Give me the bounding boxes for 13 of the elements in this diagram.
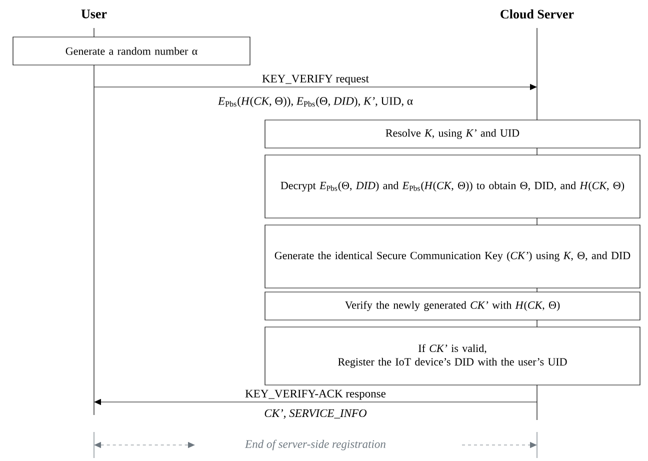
- process-box: Generate a random number α: [12, 36, 250, 66]
- process-box: Generate the identical Secure Communication Key (CK’) using K, Θ, and DID: [264, 224, 640, 288]
- edge-label: KEY_VERIFY request: [262, 74, 369, 85]
- message-parameters: CK’, SERVICE_INFO: [264, 409, 367, 419]
- process-box: Resolve K, using K’ and UID: [264, 120, 640, 148]
- note-text: End of server-side registration: [244, 440, 386, 450]
- message-parameters: E$_{Pbs}$(H(CK, Θ)), E$_{Pbs}$(Θ, DID), K’, UID, α: [218, 96, 413, 108]
- lane-heading: Cloud Server: [500, 9, 574, 19]
- lane-heading: User: [81, 10, 107, 18]
- process-box: Decrypt E$_{Pbs}$(Θ, DID) and E$_{Pbs}$(H(CK, Θ)) to obtain Θ, DID, and H(CK, Θ): [264, 154, 640, 218]
- process-box: If CK’ is valid, Register the IoT device’s DID with the user’s UID: [264, 326, 640, 386]
- edge-label: KEY_VERIFY-ACK response: [245, 390, 386, 400]
- process-box: Verify the newly generated CK’ with H(CK, Θ): [264, 292, 640, 320]
